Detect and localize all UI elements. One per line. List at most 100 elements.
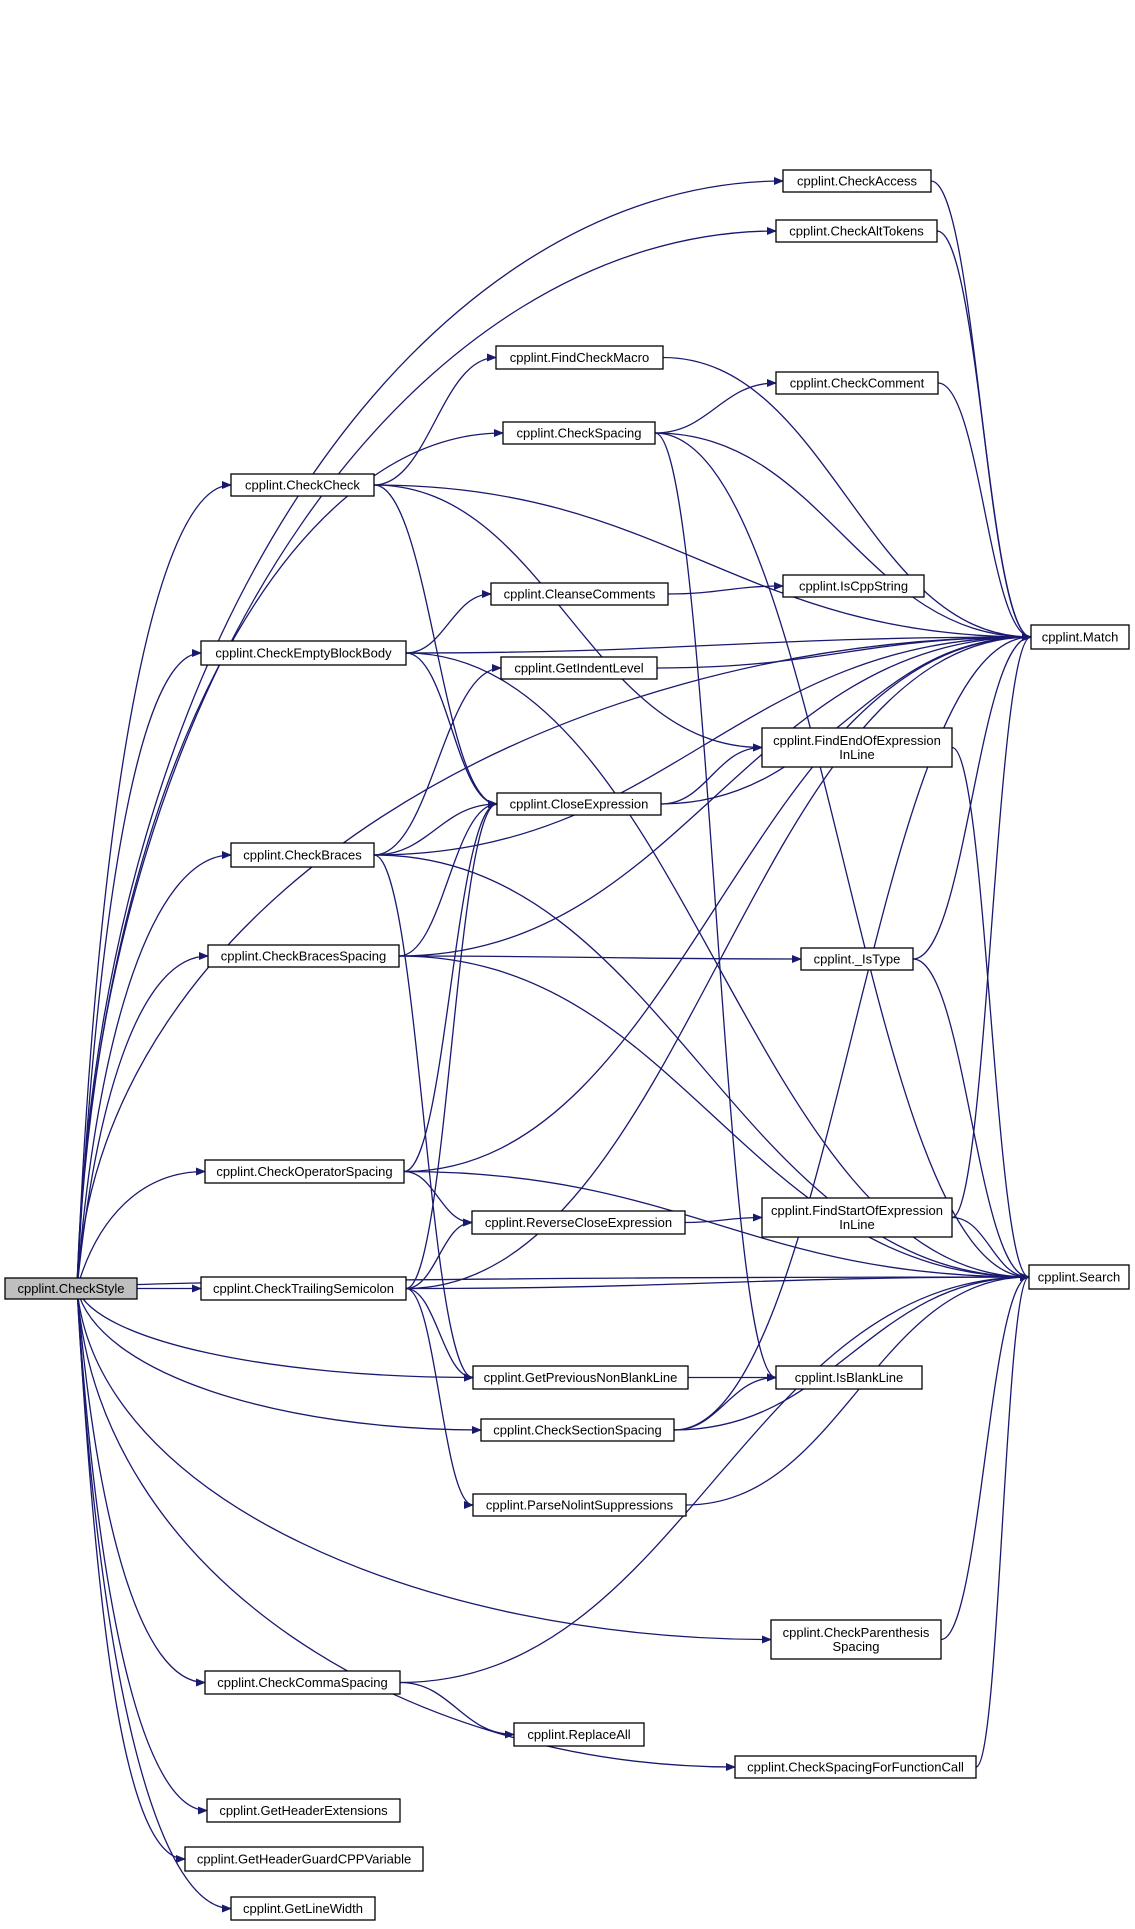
edge-line bbox=[76, 1288, 206, 1687]
node-label: cpplint.FindCheckMacro bbox=[510, 350, 649, 365]
edge-line bbox=[373, 800, 498, 856]
edge-is-type-to-match bbox=[912, 633, 1032, 960]
node-get-header-extensions[interactable]: cpplint.GetHeaderExtensions bbox=[206, 1798, 401, 1823]
node-close-expression[interactable]: cpplint.CloseExpression bbox=[496, 792, 662, 816]
node-is-type[interactable]: cpplint._IsType bbox=[800, 947, 914, 971]
node-box bbox=[500, 656, 658, 680]
edge-line bbox=[662, 356, 1032, 641]
node-label: Spacing bbox=[833, 1639, 880, 1654]
node-box bbox=[770, 1619, 942, 1660]
edge-line bbox=[940, 1273, 1030, 1641]
edge-check-style-to-check-operator-spacing bbox=[76, 1167, 206, 1289]
node-reverse-close-expression[interactable]: cpplint.ReverseCloseExpression bbox=[471, 1210, 686, 1235]
node-get-previous-non-blank-line[interactable]: cpplint.GetPreviousNonBlankLine bbox=[472, 1365, 689, 1390]
node-label: InLine bbox=[839, 747, 874, 762]
edge-check-parenthesis-spacing-to-search bbox=[940, 1273, 1030, 1641]
node-label: cpplint.CheckAltTokens bbox=[789, 224, 924, 239]
node-box bbox=[502, 421, 656, 445]
edge-check-braces-to-search bbox=[373, 854, 1030, 1281]
edge-line bbox=[951, 746, 1030, 1281]
node-label: cpplint.CloseExpression bbox=[510, 797, 649, 812]
node-check-operator-spacing[interactable]: cpplint.CheckOperatorSpacing bbox=[204, 1159, 405, 1184]
node-label: cpplint.CheckComment bbox=[790, 376, 925, 391]
edge-line bbox=[937, 382, 1032, 641]
node-check-comment[interactable]: cpplint.CheckComment bbox=[775, 371, 939, 395]
node-check-access[interactable]: cpplint.CheckAccess bbox=[782, 169, 932, 193]
node-box bbox=[782, 169, 932, 193]
node-check-section-spacing[interactable]: cpplint.CheckSectionSpacing bbox=[480, 1418, 675, 1442]
node-label: cpplint.GetHeaderExtensions bbox=[219, 1803, 388, 1818]
edge-line bbox=[667, 582, 784, 595]
node-parse-nolint-suppressions[interactable]: cpplint.ParseNolintSuppressions bbox=[472, 1493, 687, 1517]
edge-line bbox=[76, 429, 504, 1289]
node-label: cpplint._IsType bbox=[814, 952, 901, 967]
edge-line bbox=[660, 743, 763, 805]
node-box bbox=[490, 582, 669, 606]
edge-check-spacing-to-search bbox=[654, 432, 1030, 1281]
node-label: cpplint.CheckSpacingForFunctionCall bbox=[747, 1760, 964, 1775]
edge-line bbox=[405, 590, 492, 654]
node-box bbox=[495, 345, 664, 370]
node-check-spacing[interactable]: cpplint.CheckSpacing bbox=[502, 421, 656, 445]
node-box bbox=[230, 1896, 376, 1921]
edge-line bbox=[398, 954, 802, 963]
node-check-spacing-for-function-call[interactable]: cpplint.CheckSpacingForFunctionCall bbox=[734, 1755, 977, 1779]
node-get-header-guard-cpp-variable[interactable]: cpplint.GetHeaderGuardCPPVariable bbox=[184, 1846, 424, 1872]
edge-check-check-to-find-end-of-expression-in-line bbox=[373, 484, 763, 752]
node-box bbox=[204, 1670, 401, 1695]
edge-line bbox=[76, 1288, 772, 1644]
node-box bbox=[472, 1493, 687, 1517]
node-search[interactable]: cpplint.Search bbox=[1028, 1264, 1130, 1290]
edge-check-operator-spacing-to-search bbox=[403, 1170, 1030, 1281]
edge-parse-nolint-suppressions-to-search bbox=[685, 1273, 1030, 1506]
node-check-alt-tokens[interactable]: cpplint.CheckAltTokens bbox=[775, 219, 938, 243]
node-check-style[interactable]: cpplint.CheckStyle bbox=[4, 1277, 138, 1300]
edge-find-start-of-expression-in-line-to-search bbox=[951, 1216, 1030, 1281]
edge-is-type-to-search bbox=[912, 958, 1030, 1281]
edge-line bbox=[373, 633, 1032, 856]
edge-check-style-to-check-access bbox=[76, 177, 784, 1289]
edge-check-braces-to-get-previous-non-blank-line bbox=[373, 854, 474, 1382]
node-box bbox=[782, 574, 925, 598]
edge-check-check-to-find-check-macro bbox=[373, 353, 497, 486]
node-check-braces-spacing[interactable]: cpplint.CheckBracesSpacing bbox=[207, 944, 400, 968]
edge-check-empty-block-body-to-close-expression bbox=[405, 652, 498, 808]
edge-check-trailing-semicolon-to-get-previous-non-blank-line bbox=[405, 1287, 474, 1382]
node-replace-all[interactable]: cpplint.ReplaceAll bbox=[513, 1722, 645, 1747]
node-find-check-macro[interactable]: cpplint.FindCheckMacro bbox=[495, 345, 664, 370]
node-box bbox=[204, 1159, 405, 1184]
node-box bbox=[206, 1798, 401, 1823]
edge-check-trailing-semicolon-to-match bbox=[405, 633, 1032, 1290]
node-match[interactable]: cpplint.Match bbox=[1030, 624, 1130, 650]
edge-check-style-to-check-section-spacing bbox=[76, 1288, 482, 1434]
node-cleanse-comments[interactable]: cpplint.CleanseComments bbox=[490, 582, 669, 606]
edge-line bbox=[76, 1288, 482, 1434]
node-check-empty-block-body[interactable]: cpplint.CheckEmptyBlockBody bbox=[200, 640, 407, 666]
node-check-braces[interactable]: cpplint.CheckBraces bbox=[230, 842, 375, 868]
edge-line bbox=[373, 854, 1030, 1281]
edge-line bbox=[403, 800, 498, 1173]
edge-check-comma-spacing-to-search bbox=[399, 1273, 1030, 1684]
node-label: cpplint.GetPreviousNonBlankLine bbox=[484, 1370, 678, 1385]
edge-check-check-to-close-expression bbox=[373, 484, 498, 808]
node-get-line-width[interactable]: cpplint.GetLineWidth bbox=[230, 1896, 376, 1921]
edge-line bbox=[654, 432, 1032, 641]
edge-line bbox=[405, 652, 498, 808]
node-is-blank-line[interactable]: cpplint.IsBlankLine bbox=[775, 1365, 923, 1390]
node-check-comma-spacing[interactable]: cpplint.CheckCommaSpacing bbox=[204, 1670, 401, 1695]
node-is-cpp-string[interactable]: cpplint.IsCppString bbox=[782, 574, 925, 598]
node-get-indent-level[interactable]: cpplint.GetIndentLevel bbox=[500, 656, 658, 680]
edge-check-braces-to-close-expression bbox=[373, 800, 498, 856]
node-box bbox=[471, 1210, 686, 1235]
edge-check-style-to-check-check bbox=[76, 481, 232, 1289]
node-label: cpplint.CheckSpacing bbox=[516, 426, 641, 441]
node-check-trailing-semicolon[interactable]: cpplint.CheckTrailingSemicolon bbox=[200, 1276, 407, 1301]
node-box bbox=[207, 944, 400, 968]
edge-line bbox=[76, 952, 209, 1289]
edge-check-style-to-get-header-extensions bbox=[76, 1288, 208, 1815]
node-check-check[interactable]: cpplint.CheckCheck bbox=[230, 473, 375, 497]
edge-line bbox=[405, 800, 498, 1290]
